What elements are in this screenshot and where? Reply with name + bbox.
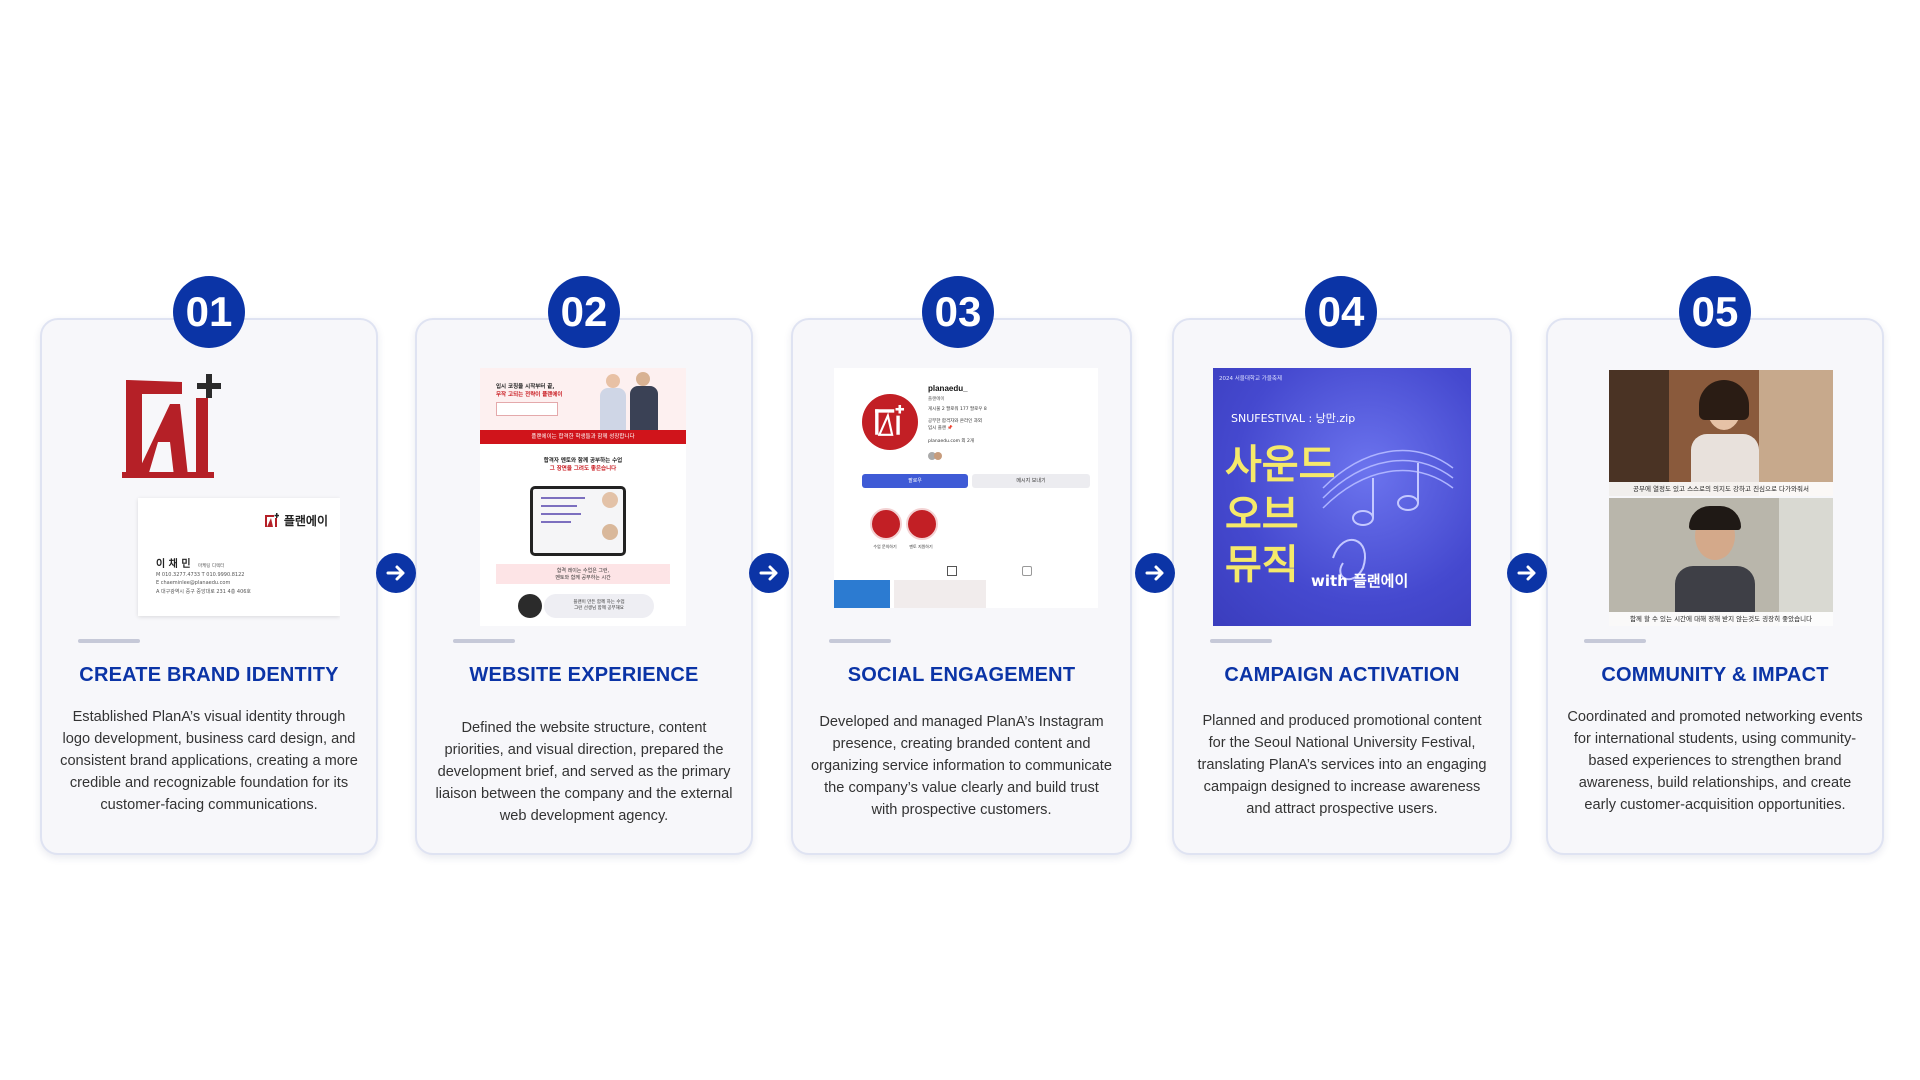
grid-tab-icon[interactable] bbox=[947, 566, 957, 576]
follow-button-label: 팔로우 bbox=[908, 478, 922, 484]
step-card-3: planaedu_ 플랜에이 게시물 2 팔로워 177 팔로우 8 공부한 합… bbox=[791, 318, 1132, 855]
music-notes-icon bbox=[1322, 449, 1454, 581]
video-subtitle-2: 함께 할 수 있는 시간에 대해 정해 받지 않는것도 굉장히 좋았습니다 bbox=[1629, 615, 1813, 623]
website-mockup-image: 입시 코칭을 시작부터 끝, 무작 고되는 전략이 플랜에이 플랜에이는 합격한… bbox=[480, 368, 686, 626]
chat-bubble-line-1: 플랜이 만든 함께 하는 수업 bbox=[573, 600, 625, 605]
video-subtitle-1: 공부에 열정도 있고 스스로의 의지도 강하고 진심으로 다가와줘서 bbox=[1633, 485, 1809, 493]
poster-top-caption: 2024 서울대학교 가을축제 bbox=[1219, 376, 1283, 382]
step-number-badge: 03 bbox=[922, 276, 994, 348]
step-description: Established PlanA’s visual identity thro… bbox=[60, 709, 358, 813]
card-contact-email: E chaeminlee@planaedu.com bbox=[156, 580, 231, 586]
step-title: WEBSITE EXPERIENCE bbox=[469, 664, 699, 686]
plana-small-logo-icon bbox=[264, 512, 279, 527]
section-line-1: 합격자 멘토와 함께 공부하는 수업 bbox=[543, 458, 623, 464]
avatar bbox=[602, 524, 618, 540]
highlight-1[interactable] bbox=[870, 508, 902, 540]
profile-handle: planaedu_ bbox=[928, 384, 968, 393]
message-button[interactable]: 메시지 보내기 bbox=[972, 474, 1090, 488]
step-title: CREATE BRAND IDENTITY bbox=[79, 664, 339, 686]
step-card-1: 플랜에이 이 채 민 마케팅 디렉터 M 010.3277.4733 T 010… bbox=[40, 318, 378, 855]
avatar bbox=[602, 492, 618, 508]
step-title: COMMUNITY & IMPACT bbox=[1601, 664, 1829, 686]
arrow-right-icon bbox=[749, 553, 789, 593]
pink-strip-line-2: 멘토와 함께 공부하는 시간 bbox=[555, 575, 611, 581]
step-title: SOCIAL ENGAGEMENT bbox=[847, 664, 1076, 686]
divider bbox=[78, 639, 140, 643]
avatar bbox=[928, 452, 936, 460]
divider bbox=[1584, 639, 1646, 643]
hero-line-1: 입시 코칭을 시작부터 끝, bbox=[496, 384, 555, 390]
highlight-2-label: 멘토 지원하기 bbox=[909, 544, 933, 549]
plana-logo-icon bbox=[122, 374, 221, 478]
highlight-2[interactable] bbox=[906, 508, 938, 540]
step-number-badge: 01 bbox=[173, 276, 245, 348]
business-card: 플랜에이 이 채 민 마케팅 디렉터 M 010.3277.4733 T 010… bbox=[138, 498, 340, 616]
profile-bio-1: 공부한 합격자와 온라인 과외 bbox=[928, 419, 982, 424]
step-card-5: 공부에 열정도 있고 스스로의 의지도 강하고 진심으로 다가와줘서 함께 할 … bbox=[1546, 318, 1884, 855]
post-thumbnail bbox=[894, 580, 986, 608]
festival-poster-image: 2024 서울대학교 가을축제 SNUFESTIVAL : 낭만.zip 사운드… bbox=[1213, 368, 1471, 626]
poster-title-line-2: 오브 bbox=[1225, 492, 1299, 538]
profile-display-name: 플랜에이 bbox=[928, 397, 945, 402]
red-banner: 플랜에이는 합격한 학생들과 함께 성장합니다 bbox=[480, 430, 686, 444]
message-button-label: 메시지 보내기 bbox=[1016, 478, 1046, 484]
pink-strip: 합격 레이는 수업은 그런, 멘토와 함께 공부하는 시간 bbox=[496, 564, 670, 584]
profile-bio-2: 입시 플랜 📌 bbox=[928, 426, 954, 431]
chat-bubble: 플랜이 만든 함께 하는 수업 그런 선생님 함께 공부해요 bbox=[544, 594, 654, 618]
poster-title-line-3: 뮤직 bbox=[1225, 542, 1299, 588]
avatar bbox=[934, 452, 942, 460]
card-contact-address: A 대구광역시 중구 중앙대로 231 4층 406호 bbox=[156, 589, 252, 595]
profile-link: planaedu.com 외 2개 bbox=[928, 439, 974, 444]
step-description: Planned and produced promotional content… bbox=[1197, 713, 1487, 817]
avatar bbox=[518, 594, 542, 618]
brand-identity-image: 플랜에이 이 채 민 마케팅 디렉터 M 010.3277.4733 T 010… bbox=[82, 368, 340, 626]
video-still-2: 함께 할 수 있는 시간에 대해 정해 받지 않는것도 굉장히 좋았습니다 bbox=[1609, 498, 1833, 626]
step-description: Coordinated and promoted networking even… bbox=[1567, 709, 1863, 813]
video-still-1: 공부에 열정도 있고 스스로의 의지도 강하고 진심으로 다가와줘서 bbox=[1609, 370, 1833, 496]
poster-with-text: with 플랜에이 bbox=[1311, 572, 1409, 590]
step-number-badge: 05 bbox=[1679, 276, 1751, 348]
plana-logo-icon bbox=[875, 405, 905, 436]
step-number-badge: 02 bbox=[548, 276, 620, 348]
tablet-mockup bbox=[530, 486, 626, 556]
highlight-1-label: 수업 문의하기 bbox=[873, 544, 897, 549]
profile-stats: 게시물 2 팔로워 177 팔로우 8 bbox=[928, 407, 987, 412]
divider bbox=[829, 639, 891, 643]
card-brand-name: 플랜에이 bbox=[283, 514, 328, 528]
step-title: CAMPAIGN ACTIVATION bbox=[1224, 664, 1460, 686]
card-person-name: 이 채 민 bbox=[156, 559, 191, 570]
hero-line-2: 무작 고되는 전략이 플랜에이 bbox=[496, 392, 563, 398]
arrow-right-icon bbox=[1135, 553, 1175, 593]
poster-festival-name: SNUFESTIVAL : 낭만.zip bbox=[1231, 412, 1356, 425]
arrow-right-icon bbox=[376, 553, 416, 593]
poster-title-line-1: 사운드 bbox=[1225, 442, 1336, 488]
students-illustration bbox=[592, 368, 672, 430]
divider bbox=[453, 639, 515, 643]
chat-bubble-line-2: 그런 선생님 함께 공부해요 bbox=[574, 606, 624, 611]
section-line-2: 그 장면을 그려도 좋은습니다 bbox=[549, 466, 617, 472]
step-card-4: 2024 서울대학교 가을축제 SNUFESTIVAL : 낭만.zip 사운드… bbox=[1172, 318, 1512, 855]
banner-text: 플랜에이는 합격한 학생들과 함께 성장합니다 bbox=[531, 434, 635, 440]
instagram-profile-image: planaedu_ 플랜에이 게시물 2 팔로워 177 팔로우 8 공부한 합… bbox=[834, 368, 1098, 608]
step-number-badge: 04 bbox=[1305, 276, 1377, 348]
step-description: Developed and managed PlanA’s Instagram … bbox=[811, 714, 1112, 818]
step-description: Defined the website structure, content p… bbox=[435, 720, 733, 824]
tagged-tab-icon[interactable] bbox=[1022, 566, 1032, 576]
networking-video-stills: 공부에 열정도 있고 스스로의 의지도 강하고 진심으로 다가와줘서 함께 할 … bbox=[1609, 370, 1833, 626]
arrow-right-icon bbox=[1507, 553, 1547, 593]
divider bbox=[1210, 639, 1272, 643]
card-person-role: 마케팅 디렉터 bbox=[198, 564, 225, 569]
card-contact-phone: M 010.3277.4733 T 010.9990.8122 bbox=[156, 572, 245, 578]
step-card-2: 입시 코칭을 시작부터 끝, 무작 고되는 전략이 플랜에이 플랜에이는 합격한… bbox=[415, 318, 753, 855]
pink-strip-line-1: 합격 레이는 수업은 그런, bbox=[556, 568, 610, 574]
post-thumbnail bbox=[834, 580, 890, 608]
profile-avatar bbox=[862, 394, 918, 450]
follow-button[interactable]: 팔로우 bbox=[862, 474, 968, 488]
